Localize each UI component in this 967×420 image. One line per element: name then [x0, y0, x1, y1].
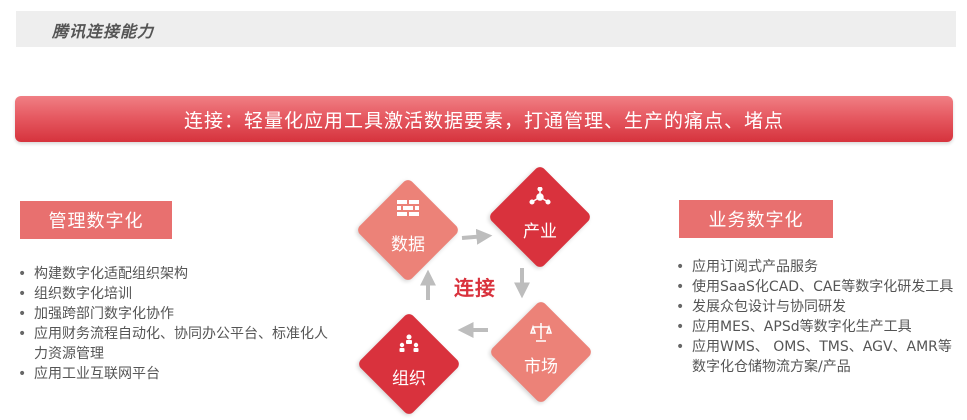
node-data: 数据 — [355, 177, 461, 283]
list-item: 构建数字化适配组织架构 — [18, 264, 328, 284]
list-item: 应用订阅式产品服务 — [676, 257, 961, 277]
list-item: 使用SaaS化CAD、CAE等数字化研发工具 — [676, 277, 961, 297]
connect-center-label: 连接 — [454, 276, 496, 300]
list-item: 应用工业互联网平台 — [18, 364, 328, 384]
list-item: 应用MES、APSd等数字化生产工具 — [676, 317, 961, 337]
balance-scale-icon — [489, 322, 593, 347]
header-bar — [16, 11, 956, 47]
node-label: 市场 — [524, 357, 558, 377]
list-item: 应用WMS、 OMS、TMS、AGV、AMR等数字化仓储物流方案/产品 — [676, 337, 961, 377]
node-label: 数据 — [391, 235, 425, 255]
node-organization: 组织 — [356, 311, 462, 417]
node-label: 产业 — [523, 222, 557, 242]
business-list: 应用订阅式产品服务 使用SaaS化CAD、CAE等数字化研发工具 发展众包设计与… — [676, 257, 961, 377]
business-digitalization-tag: 业务数字化 — [679, 200, 833, 238]
arrow-data-to-industry — [461, 228, 493, 245]
list-item: 应用财务流程自动化、协同办公平台、标准化人力资源管理 — [18, 324, 328, 364]
management-list: 构建数字化适配组织架构 组织数字化培训 加强跨部门数字化协作 应用财务流程自动化… — [18, 264, 328, 384]
banner: 连接：轻量化应用工具激活数据要素，打通管理、生产的痛点、堵点 — [15, 96, 953, 142]
banner-text: 连接：轻量化应用工具激活数据要素，打通管理、生产的痛点、堵点 — [183, 109, 784, 132]
org-people-icon — [357, 334, 461, 359]
page-title: 腾讯连接能力 — [52, 22, 155, 41]
list-item: 组织数字化培训 — [18, 284, 328, 304]
network-icon — [488, 186, 592, 212]
node-industry: 产业 — [487, 164, 593, 270]
brick-wall-icon — [356, 200, 460, 221]
list-item: 加强跨部门数字化协作 — [18, 304, 328, 324]
list-item: 发展众包设计与协同研发 — [676, 297, 961, 317]
management-digitalization-tag: 管理数字化 — [20, 201, 172, 239]
node-market: 市场 — [488, 299, 594, 405]
node-label: 组织 — [392, 369, 426, 389]
